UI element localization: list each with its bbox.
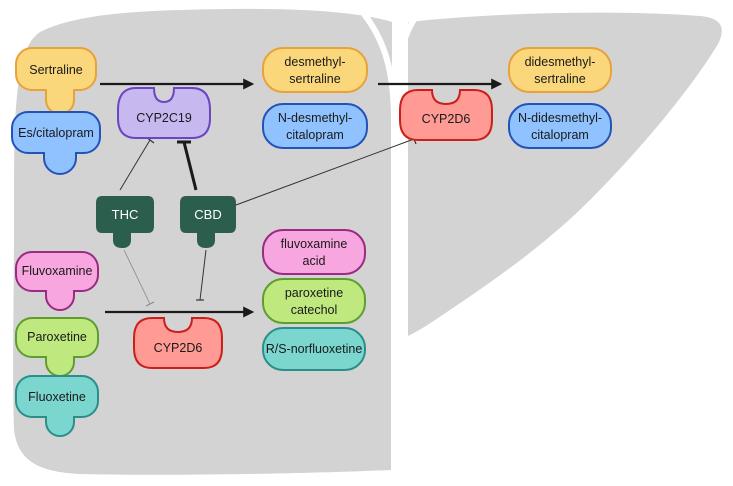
inhibitor-thc: THC <box>96 196 154 248</box>
metabolite-fluvoxamine-acid: fluvoxamine acid <box>262 229 366 275</box>
enzyme-cyp2c19: CYP2C19 <box>117 87 211 139</box>
metabolite-n-desmethyl-citalopram: N-desmethyl- citalopram <box>262 103 368 149</box>
metabolite-fluvoxamine-acid-line1: fluvoxamine <box>281 237 348 251</box>
inhibit-cbd-cyp2c19 <box>182 141 198 191</box>
drug-fluvoxamine-label: Fluvoxamine <box>22 264 93 278</box>
enzyme-cyp2d6-top-label: CYP2D6 <box>422 112 471 126</box>
metabolite-paroxetine-catechol-line2: catechol <box>291 303 338 317</box>
inhibit-cbd-cyp2d6-bottom <box>199 249 207 301</box>
metabolite-desmethyl-sertraline-line2: sertraline <box>289 72 340 86</box>
metabolite-desmethyl-sertraline-line1: desmethyl- <box>284 55 345 69</box>
inhibitor-thc-label: THC <box>112 207 139 222</box>
drug-paroxetine-label: Paroxetine <box>27 330 87 344</box>
metabolite-n-didesmethyl-citalopram: N-didesmethyl- citalopram <box>508 103 612 149</box>
drug-fluvoxamine: Fluvoxamine <box>15 251 99 311</box>
metabolite-n-desmethyl-citalopram-line1: N-desmethyl- <box>278 111 352 125</box>
inhibit-thc-cyp2d6-bottom <box>123 249 151 305</box>
metabolite-paroxetine-catechol-line1: paroxetine <box>285 286 343 300</box>
drug-fluoxetine-label: Fluoxetine <box>28 390 86 404</box>
inhibit-cbd-cyp2d6-top <box>235 138 415 206</box>
inhibit-thc-cyp2c19 <box>119 139 151 191</box>
metabolite-fluvoxamine-acid-line2: acid <box>303 254 326 268</box>
inhibit-thc-cyp2d6-bottom-bar <box>145 301 155 307</box>
inhibitor-cbd: CBD <box>180 196 236 248</box>
metabolite-didesmethyl-sertraline: didesmethyl- sertraline <box>508 47 612 93</box>
metabolite-norfluoxetine-label: R/S-norfluoxetine <box>266 342 363 356</box>
metabolite-didesmethyl-sertraline-line2: sertraline <box>534 72 585 86</box>
enzyme-cyp2d6-bottom: CYP2D6 <box>133 317 223 369</box>
drug-escitalopram: Es/citalopram <box>11 111 101 175</box>
metabolite-paroxetine-catechol: paroxetine catechol <box>262 278 366 324</box>
enzyme-cyp2d6-bottom-label: CYP2D6 <box>154 341 203 355</box>
metabolite-norfluoxetine: R/S-norfluoxetine <box>262 327 366 371</box>
metabolite-n-didesmethyl-citalopram-line2: citalopram <box>531 128 589 142</box>
drug-fluoxetine: Fluoxetine <box>15 375 99 437</box>
drug-escitalopram-label: Es/citalopram <box>18 126 94 140</box>
enzyme-cyp2d6-top: CYP2D6 <box>399 89 493 141</box>
drug-sertraline-label: Sertraline <box>29 63 83 77</box>
metabolite-didesmethyl-sertraline-line1: didesmethyl- <box>525 55 596 69</box>
metabolite-desmethyl-sertraline: desmethyl- sertraline <box>262 47 368 93</box>
enzyme-cyp2c19-label: CYP2C19 <box>136 111 192 125</box>
metabolite-n-didesmethyl-citalopram-line1: N-didesmethyl- <box>518 111 602 125</box>
inhibitor-cbd-label: CBD <box>194 207 221 222</box>
metabolite-n-desmethyl-citalopram-line2: citalopram <box>286 128 344 142</box>
